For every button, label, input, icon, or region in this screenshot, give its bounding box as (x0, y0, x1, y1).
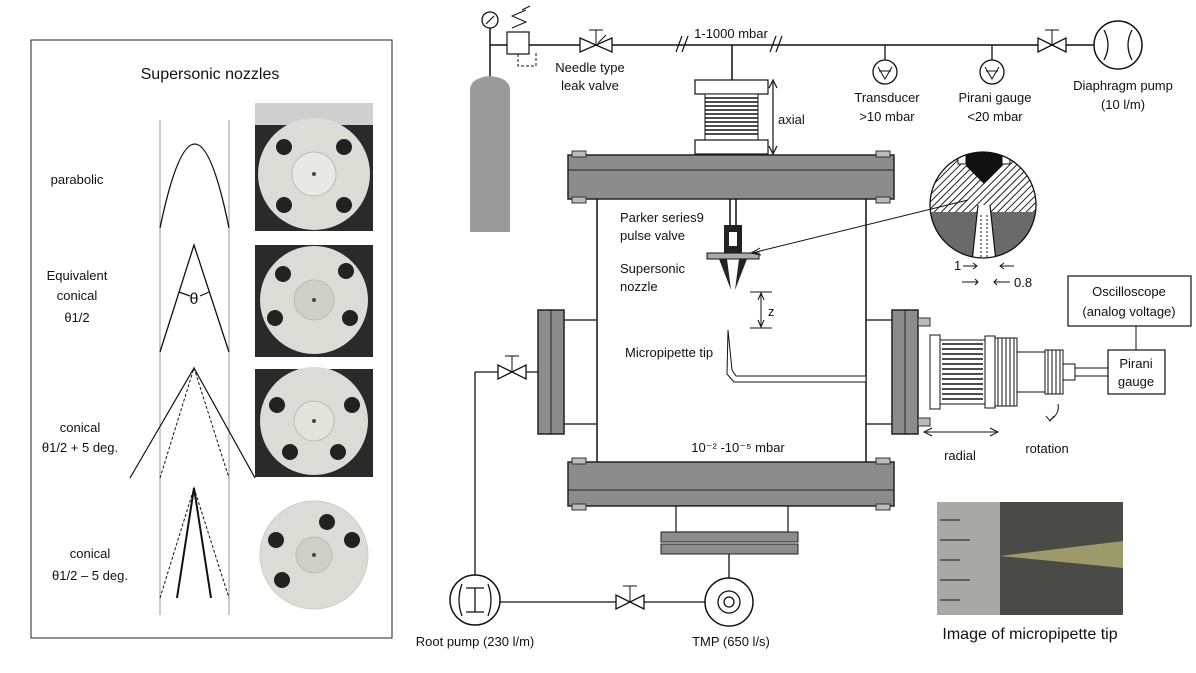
oscilloscope-label-2: (analog voltage) (1082, 304, 1175, 319)
rotation-arrow (1049, 403, 1059, 421)
row-parabolic-label: parabolic (51, 172, 104, 187)
dimension-08-label: 0.8 (1014, 275, 1032, 290)
row-equivalent-label-3: θ1/2 (64, 310, 89, 325)
tmp-icon (704, 577, 754, 627)
nozzle-photo-parabolic (255, 103, 373, 231)
row-conical-plus-label-2: θ1/2 + 5 deg. (42, 440, 118, 455)
tmp-flange-2 (660, 543, 799, 555)
parker-label-1: Parker series9 (620, 210, 704, 225)
oscilloscope-box (1067, 275, 1192, 327)
transducer-label-1: Transducer (854, 90, 920, 105)
gas-line: Needle type leak valve 1-1000 mbar Trans… (470, 5, 1173, 232)
bottom-port (675, 505, 789, 533)
needle-valve-label-2: leak valve (561, 78, 619, 93)
micropipette-photo: Image of micropipette tip (937, 502, 1123, 643)
pirani-gauge-right-box (1107, 349, 1166, 395)
dimension-1-label: 1 (954, 258, 961, 273)
z-label: z (768, 304, 775, 319)
row-conical-minus-label-2: θ1/2 – 5 deg. (52, 568, 128, 583)
axial-bellows-top (694, 79, 769, 95)
chamber-pressure-label: 10⁻² -10⁻⁵ mbar (691, 440, 785, 455)
parabolic-profile (159, 143, 230, 229)
supersonic-nozzle-icon (719, 259, 747, 290)
row-conical-minus-label-1: conical (70, 546, 111, 561)
transducer-label-2: >10 mbar (859, 109, 915, 124)
parker-label-2: pulse valve (620, 228, 685, 243)
pirani-top-label-2: <20 mbar (967, 109, 1023, 124)
theta-arrows (178, 291, 210, 297)
row-equivalent-label-2: conical (57, 288, 98, 303)
top-flange (567, 154, 895, 200)
detail-pointer (751, 199, 969, 254)
axial-label: axial (778, 112, 805, 127)
row-equivalent-label-1: Equivalent (47, 268, 108, 283)
needle-valve-label-1: Needle type (555, 60, 624, 75)
tmp-flange-1 (660, 531, 799, 543)
regulator-icon (506, 31, 530, 55)
transducer-icon (872, 59, 898, 85)
nozzle-photo-conical-minus (255, 500, 373, 617)
root-pump-label: Root pump (230 l/m) (416, 634, 535, 649)
conical-plus-reference (159, 366, 230, 479)
nozzle-label-1: Supersonic (620, 261, 686, 276)
micropipette (726, 329, 867, 383)
conical-minus-reference (159, 486, 230, 599)
nozzle-photo-equivalent (255, 245, 373, 357)
diaphragm-pump-icon (1093, 20, 1143, 70)
axial-bellows-bottom (694, 139, 769, 155)
theta-symbol: θ (190, 291, 199, 308)
oscilloscope-label-1: Oscilloscope (1092, 284, 1166, 299)
gas-cylinder (470, 76, 510, 232)
rotation-label: rotation (1025, 441, 1068, 456)
valve-mount-plate (706, 252, 760, 260)
nozzle-panel: Supersonic nozzles parabolic Equivalent … (30, 39, 393, 639)
pipe-break-1 (675, 35, 689, 53)
row-conical-plus-label-1: conical (60, 420, 101, 435)
nozzle-panel-title: Supersonic nozzles (141, 66, 280, 83)
micropipette-photo-caption: Image of micropipette tip (942, 626, 1117, 643)
pirani-right-label-2: gauge (1118, 374, 1154, 389)
nozzle-photo-conical-plus (255, 367, 373, 477)
pirani-gauge-top-icon (979, 59, 1005, 85)
radial-label: radial (944, 448, 976, 463)
line-pressure-label: 1-1000 mbar (694, 26, 768, 41)
pipe-break-2 (769, 35, 783, 53)
nozzle-label-2: nozzle (620, 279, 658, 294)
axial-bellows (704, 93, 759, 141)
pirani-top-label-1: Pirani gauge (959, 90, 1032, 105)
radial-stage (929, 334, 1108, 410)
conical-equivalent-profile (159, 242, 230, 353)
micropipette-tip-image (1000, 541, 1123, 568)
detail-circle (929, 151, 1037, 259)
bottom-flange (567, 461, 895, 507)
diaphragm-label-2: (10 l/m) (1101, 97, 1145, 112)
micropipette-label: Micropipette tip (625, 345, 713, 360)
tmp-label: TMP (650 l/s) (692, 634, 770, 649)
vacuum-chamber: axial 10⁻² -10⁻⁵ mbar (416, 45, 1192, 649)
pirani-right-label-1: Pirani (1119, 356, 1152, 371)
diaphragm-label-1: Diaphragm pump (1073, 78, 1173, 93)
